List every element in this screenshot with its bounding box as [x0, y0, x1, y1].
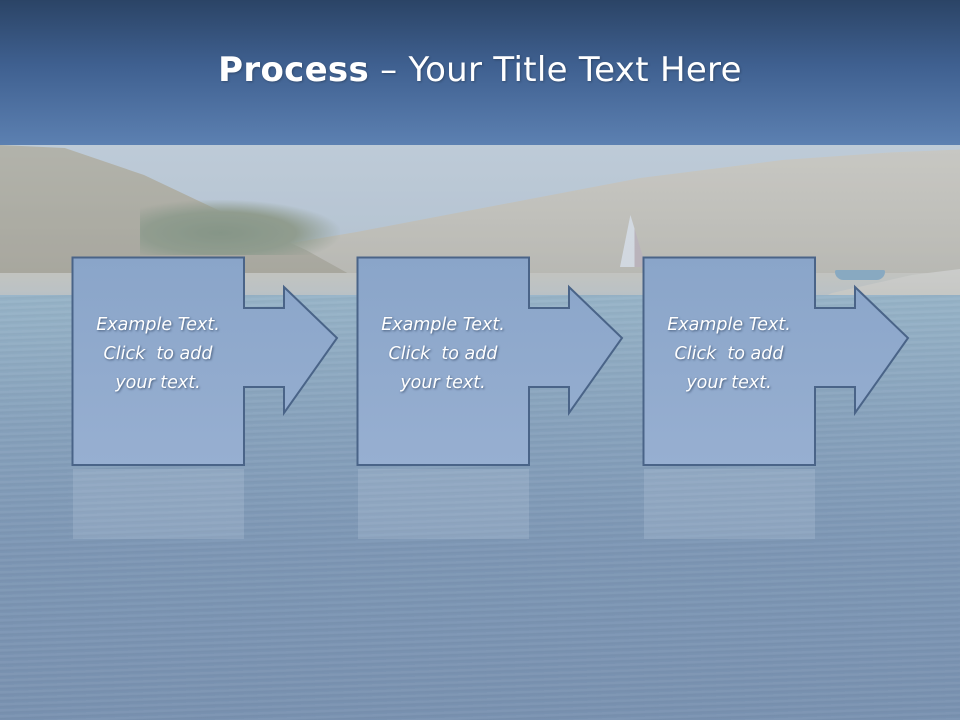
title-bold: Process [218, 50, 370, 90]
step-reflection-3 [644, 469, 815, 539]
step-text-1[interactable]: Example Text. Click to add your text. [72, 311, 244, 398]
step-reflection-2 [358, 469, 529, 539]
step-line: your text. [400, 373, 486, 393]
step-arrow-shape-1 [71, 256, 339, 466]
process-step-3[interactable]: Example Text. Click to add your text. [642, 256, 923, 539]
step-line: Click to add [674, 344, 784, 364]
trees [140, 200, 340, 255]
process-step-1[interactable]: Example Text. Click to add your text. [71, 256, 352, 539]
process-step-2[interactable]: Example Text. Click to add your text. [356, 256, 637, 539]
step-arrow-shape-2 [356, 256, 624, 466]
title-rest: – Your Title Text Here [369, 50, 742, 90]
slide-title[interactable]: Process – Your Title Text Here [0, 50, 960, 90]
step-text-3[interactable]: Example Text. Click to add your text. [643, 311, 815, 398]
step-line: your text. [686, 373, 772, 393]
step-line: Click to add [388, 344, 498, 364]
step-line: Example Text. [96, 315, 220, 335]
title-bar: Process – Your Title Text Here [0, 0, 960, 145]
step-line: Example Text. [667, 315, 791, 335]
step-reflection-1 [73, 469, 244, 539]
step-text-2[interactable]: Example Text. Click to add your text. [357, 311, 529, 398]
boat-icon [835, 270, 885, 280]
step-arrow-shape-3 [642, 256, 910, 466]
step-line: Example Text. [381, 315, 505, 335]
step-line: your text. [115, 373, 201, 393]
step-line: Click to add [103, 344, 213, 364]
